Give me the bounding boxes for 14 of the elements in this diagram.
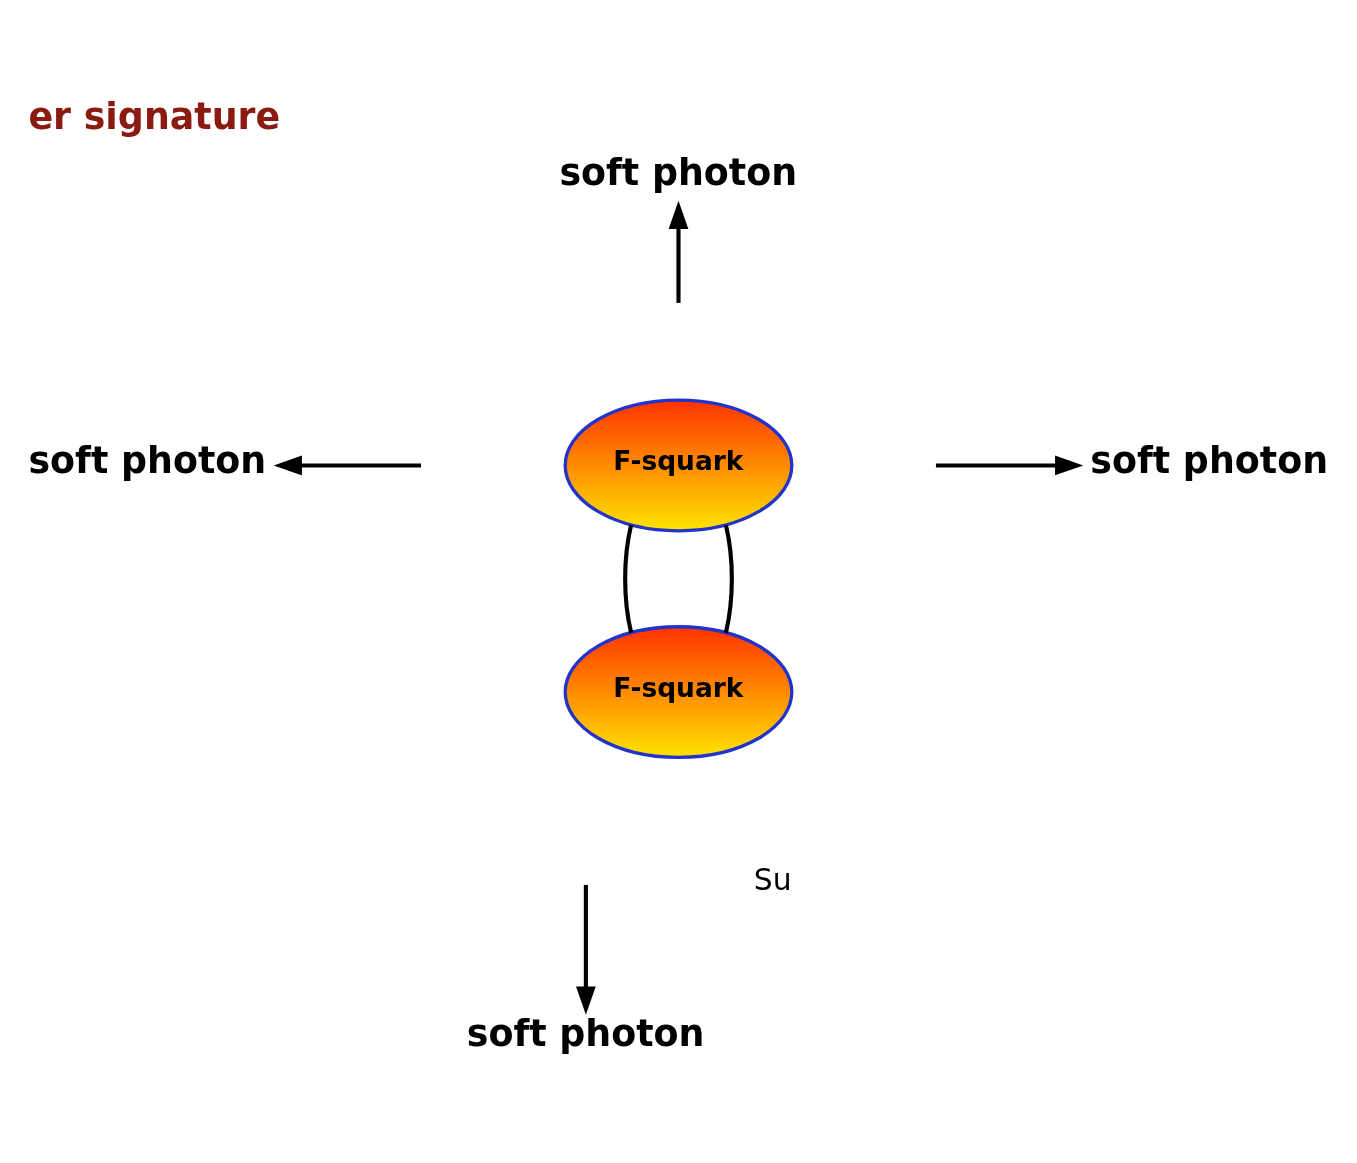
arrow [273,455,421,476]
connector [723,524,734,634]
arrow [668,200,689,303]
node-text: soft photon [1090,439,1329,483]
connector [623,524,634,634]
node-text: soft photon [559,150,798,194]
label: Su [753,862,792,898]
node-ellipse: F-squark [563,398,794,533]
arrow [576,884,596,1015]
node-ellipse: F-squark [563,625,794,760]
arrow [935,455,1084,476]
node-text: soft photon [28,439,267,483]
node-text: soft photon [466,1012,705,1056]
diagram-title: er signature [28,94,281,138]
